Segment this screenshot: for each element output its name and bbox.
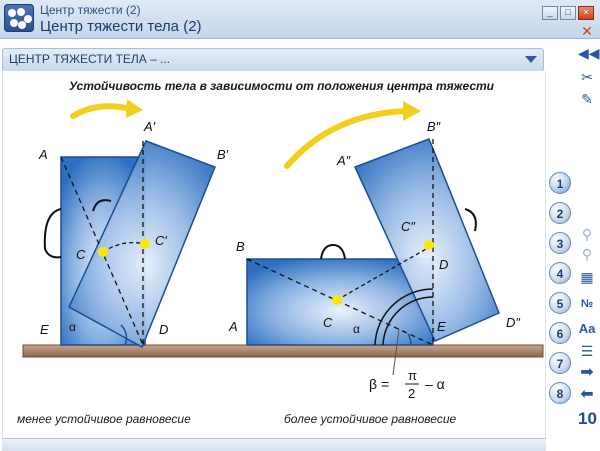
caption-less-stable: менее устойчивое равновесие: [17, 412, 191, 426]
window-title: Центр тяжести тела (2): [40, 18, 202, 35]
chevron-down-icon[interactable]: [525, 56, 537, 63]
step-button-4[interactable]: 4: [549, 262, 571, 284]
panel-title: ЦЕНТР ТЯЖЕСТИ ТЕЛА – ...: [9, 52, 171, 66]
list-icon[interactable]: ☰: [580, 343, 594, 359]
center-of-gravity-diagram: Устойчивость тела в зависимости от полож…: [17, 79, 544, 426]
label-c1-left: C′: [155, 233, 167, 248]
forward-arrow-icon[interactable]: ➡: [580, 364, 594, 381]
calendar-icon[interactable]: ▦: [580, 269, 594, 285]
step-button-3[interactable]: 3: [549, 232, 571, 254]
arrow-head-left: [126, 99, 143, 118]
content-area: Устойчивость тела в зависимости от полож…: [2, 71, 546, 439]
step-button-7[interactable]: 7: [549, 352, 571, 374]
caption-more-stable: более устойчивое равновесие: [284, 412, 456, 426]
label-c-left: C: [76, 247, 86, 262]
label-c2-right: C″: [401, 219, 415, 234]
handle-right-flat: [320, 243, 346, 260]
label-b-right: B: [236, 239, 245, 254]
label-b2-right: B″: [427, 119, 441, 134]
gravity-center-c2-right: [424, 240, 434, 250]
formula-pointer: [392, 328, 400, 376]
step-button-1[interactable]: 1: [549, 172, 571, 194]
diagram-caption: Устойчивость тела в зависимости от полож…: [69, 79, 495, 93]
alpha-arc-left: [120, 324, 128, 346]
gravity-center-c-left: [98, 247, 108, 257]
app-logo-icon: [4, 4, 34, 32]
tilted-box-right: [353, 138, 500, 342]
label-d2-right: D″: [506, 315, 520, 330]
rotation-arrow-right: [284, 108, 411, 169]
back-arrow-icon[interactable]: ⬅: [580, 386, 594, 403]
formula-two: 2: [408, 386, 415, 401]
label-c-right: C: [323, 315, 333, 330]
step-button-6[interactable]: 6: [549, 322, 571, 344]
minimize-button[interactable]: _: [542, 6, 558, 20]
table-surface: [22, 344, 544, 358]
formula-minus-alpha: – α: [425, 376, 445, 392]
cg-trajectory-right: [336, 244, 434, 301]
beta-arc-outer: [374, 288, 434, 346]
step-button-8[interactable]: 8: [549, 382, 571, 404]
gravity-center-c1-left: [140, 239, 150, 249]
handle-left-tilted: [92, 199, 112, 212]
rotation-arrow-left: [70, 103, 134, 119]
label-a2-right: A″: [336, 153, 351, 168]
pen-icon[interactable]: ✎: [581, 91, 593, 107]
label-d-left: D: [159, 322, 168, 337]
number-icon[interactable]: №: [580, 298, 594, 310]
handle-right-tilted: [464, 208, 477, 232]
beta-arc-inner: [382, 296, 434, 346]
alpha-arc-right: [407, 333, 412, 346]
font-icon[interactable]: Aa: [578, 321, 596, 336]
label-e-left: E: [40, 322, 49, 337]
zoom-in-icon[interactable]: ⚲: [581, 226, 593, 242]
maximize-button[interactable]: □: [560, 6, 576, 20]
window-controls: _ □ ×: [542, 6, 594, 20]
handle-left-upright: [43, 208, 62, 259]
zoom-out-icon[interactable]: ⚲: [581, 246, 593, 262]
label-alpha-left: α: [69, 320, 76, 334]
close-x-icon[interactable]: ✕: [581, 23, 593, 39]
panel-header[interactable]: ЦЕНТР ТЯЖЕСТИ ТЕЛА – ...: [2, 48, 544, 72]
label-a1-left: A′: [143, 119, 156, 134]
rewind-icon[interactable]: ◀◀: [578, 45, 600, 61]
window-subtitle: Центр тяжести (2): [40, 3, 141, 17]
tools-icon[interactable]: ✂: [581, 69, 593, 85]
formula-beta: β =: [369, 376, 389, 392]
label-d-right: D: [439, 257, 448, 272]
status-bar: [2, 438, 546, 451]
page-count: 10: [578, 409, 597, 428]
label-a-right: A: [228, 319, 238, 334]
label-b1-left: B′: [217, 147, 229, 162]
label-alpha-right: α: [353, 322, 360, 336]
gravity-center-c-right: [332, 295, 342, 305]
formula-pi: π: [408, 368, 417, 383]
close-button[interactable]: ×: [578, 6, 594, 20]
label-a-left: A: [38, 147, 48, 162]
arrow-head-right: [403, 101, 421, 121]
label-e-right: E: [437, 319, 446, 334]
step-button-2[interactable]: 2: [549, 202, 571, 224]
title-bar: Центр тяжести (2) Центр тяжести тела (2)…: [0, 0, 600, 39]
step-button-5[interactable]: 5: [549, 292, 571, 314]
